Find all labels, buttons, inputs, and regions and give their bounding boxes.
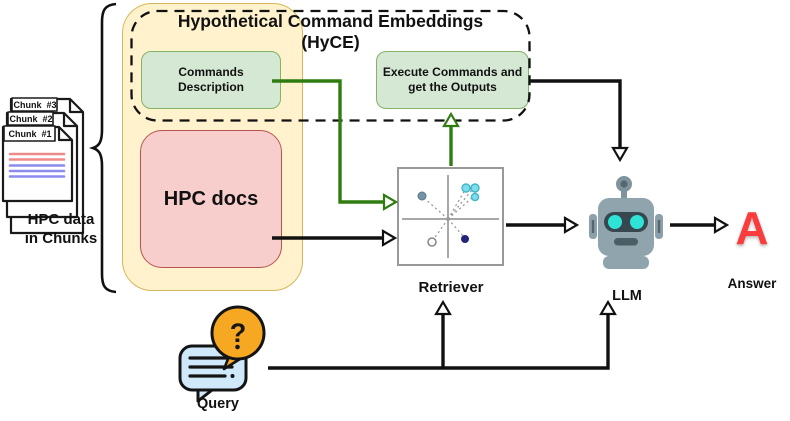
hyce-subtitle: (HyCE) (301, 32, 360, 52)
question-mark: ? (229, 318, 247, 348)
arrow-llm-to-answer (670, 216, 730, 234)
document-text-lines (8, 152, 66, 178)
scatter-plot-icon (402, 175, 499, 258)
hyce-title: Hypothetical Command Embeddings (177, 11, 484, 31)
query-label: Query (197, 396, 239, 412)
arrow-query-to-retriever-and-llm (268, 299, 617, 370)
retriever-label: Retriever (418, 279, 484, 296)
chunk-label-2: Chunk #2 (9, 114, 53, 124)
robot-icon (589, 176, 663, 269)
commands-description-line1: Commands (178, 65, 244, 79)
arrow-retriever-to-llm (506, 216, 580, 234)
answer-label: Answer (727, 276, 777, 291)
curly-brace (88, 2, 117, 294)
chunks-caption: HPC data in Chunks (2, 210, 120, 248)
chunk-label-3: Chunk #3 (13, 100, 57, 110)
execute-commands-box: Execute Commands and get the Outputs (376, 51, 529, 109)
arrow-retriever-to-execute (442, 111, 460, 166)
execute-commands-line2: get the Outputs (408, 80, 497, 94)
hpc-docs-box: HPC docs (140, 130, 282, 268)
chunks-caption-line1: HPC data (27, 211, 95, 228)
commands-description-box: Commands Description (141, 51, 281, 109)
commands-description-line2: Description (177, 80, 244, 94)
retriever-box (397, 167, 504, 266)
arrow-execute-to-llm (529, 79, 629, 163)
speech-bubble-question-icon (178, 305, 266, 403)
execute-commands-line1: Execute Commands and (382, 65, 523, 79)
chunk-label-1: Chunk #1 (8, 129, 52, 139)
chunks-caption-line2: in Chunks (24, 230, 98, 247)
llm-label: LLM (612, 288, 642, 304)
hpc-docs-label: HPC docs (163, 187, 259, 210)
answer-letter: A (735, 202, 769, 254)
